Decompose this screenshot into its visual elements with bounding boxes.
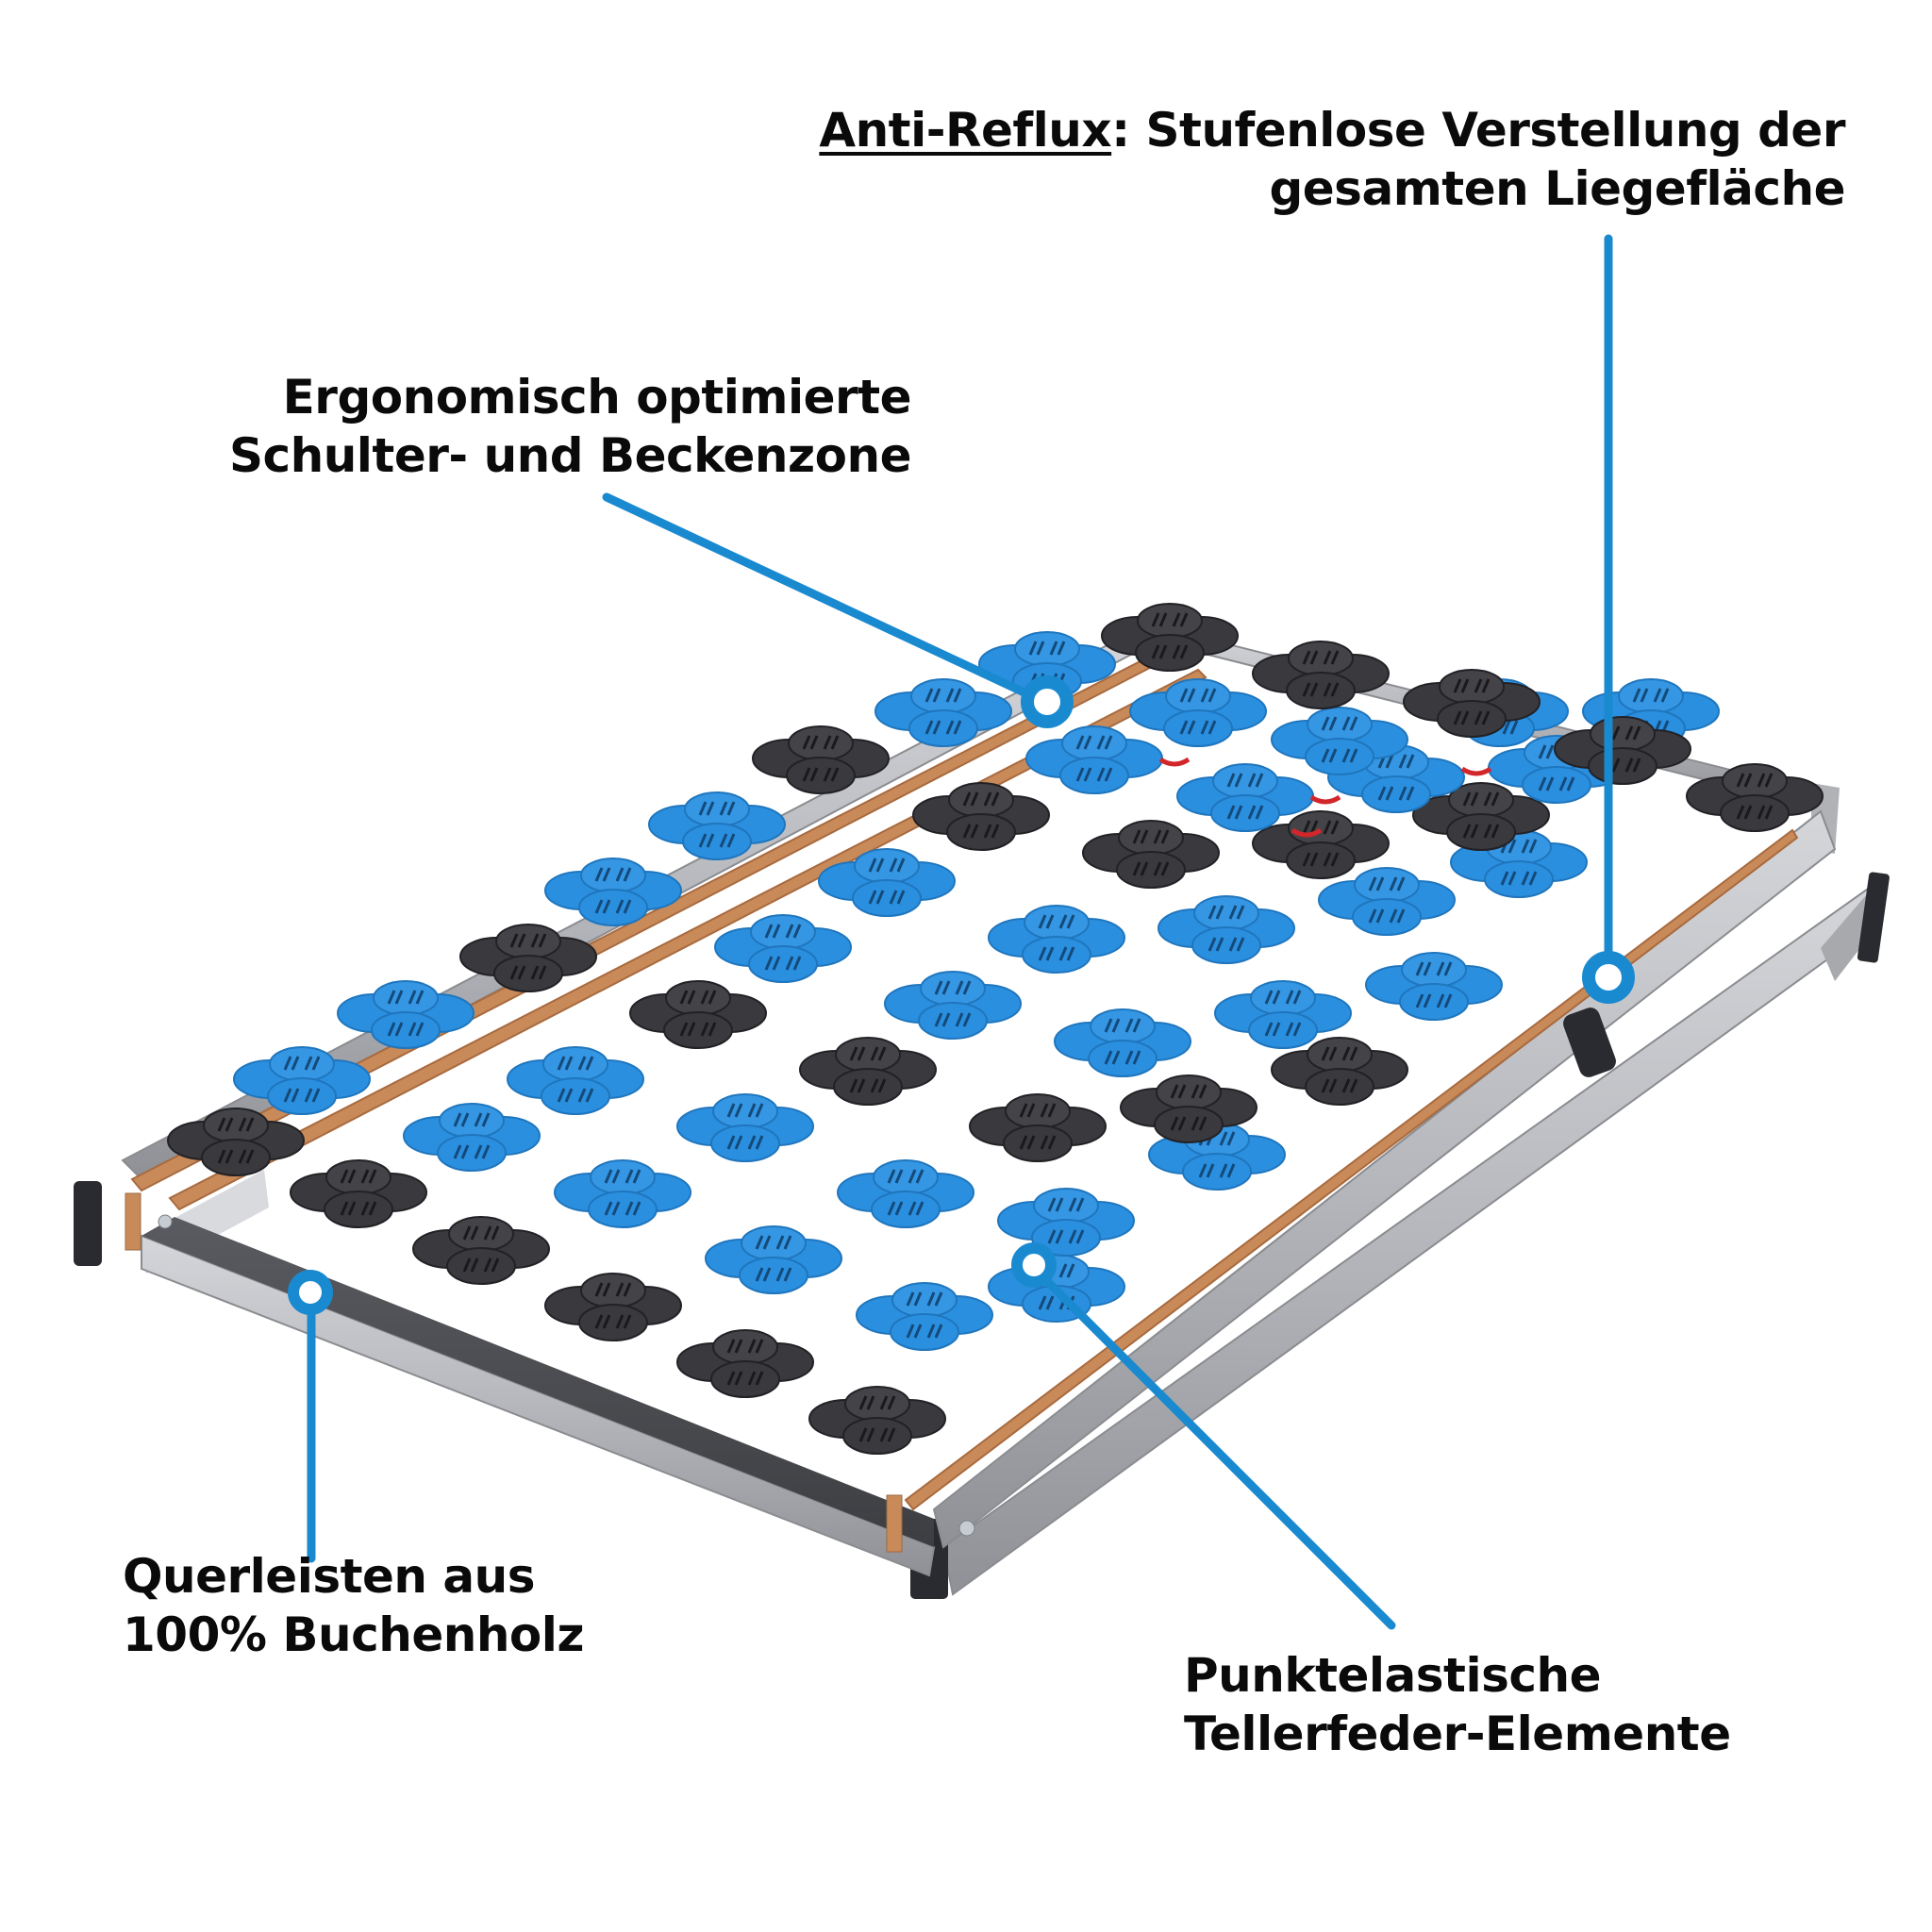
- callout-title-rest: : Stufenlose Verstellung der: [1111, 103, 1845, 158]
- callout-line2: gesamten Liegefläche: [1269, 161, 1845, 216]
- callout-line1: Ergonomisch optimierte: [282, 370, 912, 425]
- callout-label-punktelastisch: Punktelastische Tellerfeder-Elemente: [1184, 1646, 1731, 1763]
- callout-line2: 100% Buchenholz: [123, 1607, 585, 1662]
- anti-reflux-emphasis: Anti-Reflux: [819, 103, 1112, 158]
- callout-label-ergonomisch: Ergonomisch optimierte Schulter- und Bec…: [228, 368, 912, 485]
- callout-line-punktelastisch: [1044, 1278, 1396, 1630]
- adjuster-mechanism: [1563, 1008, 1616, 1077]
- callout-lines: [307, 234, 1613, 1630]
- callout-line2: Schulter- und Beckenzone: [228, 428, 912, 483]
- front-end-caps: [74, 1181, 975, 1553]
- callout-line1: Querleisten aus: [123, 1549, 536, 1604]
- callout-line2: Tellerfeder-Elemente: [1184, 1707, 1731, 1761]
- callout-line1: Punktelastische: [1184, 1648, 1601, 1703]
- red-spring-accents: [1158, 757, 1492, 838]
- callout-line1: Anti-Reflux: Stufenlose Verstellung der: [819, 101, 1845, 159]
- ring-dot-icon: [1582, 951, 1635, 1004]
- callout-label-querleisten: Querleisten aus 100% Buchenholz: [123, 1547, 585, 1664]
- ring-dot-icon: [1011, 1242, 1057, 1288]
- ring-dot-icon: [1021, 675, 1074, 728]
- callout-line-ergonomisch: [602, 492, 1035, 700]
- callout-label-anti-reflux: Anti-Reflux: Stufenlose Verstellung der …: [819, 101, 1845, 218]
- ring-dot-icon: [288, 1270, 333, 1315]
